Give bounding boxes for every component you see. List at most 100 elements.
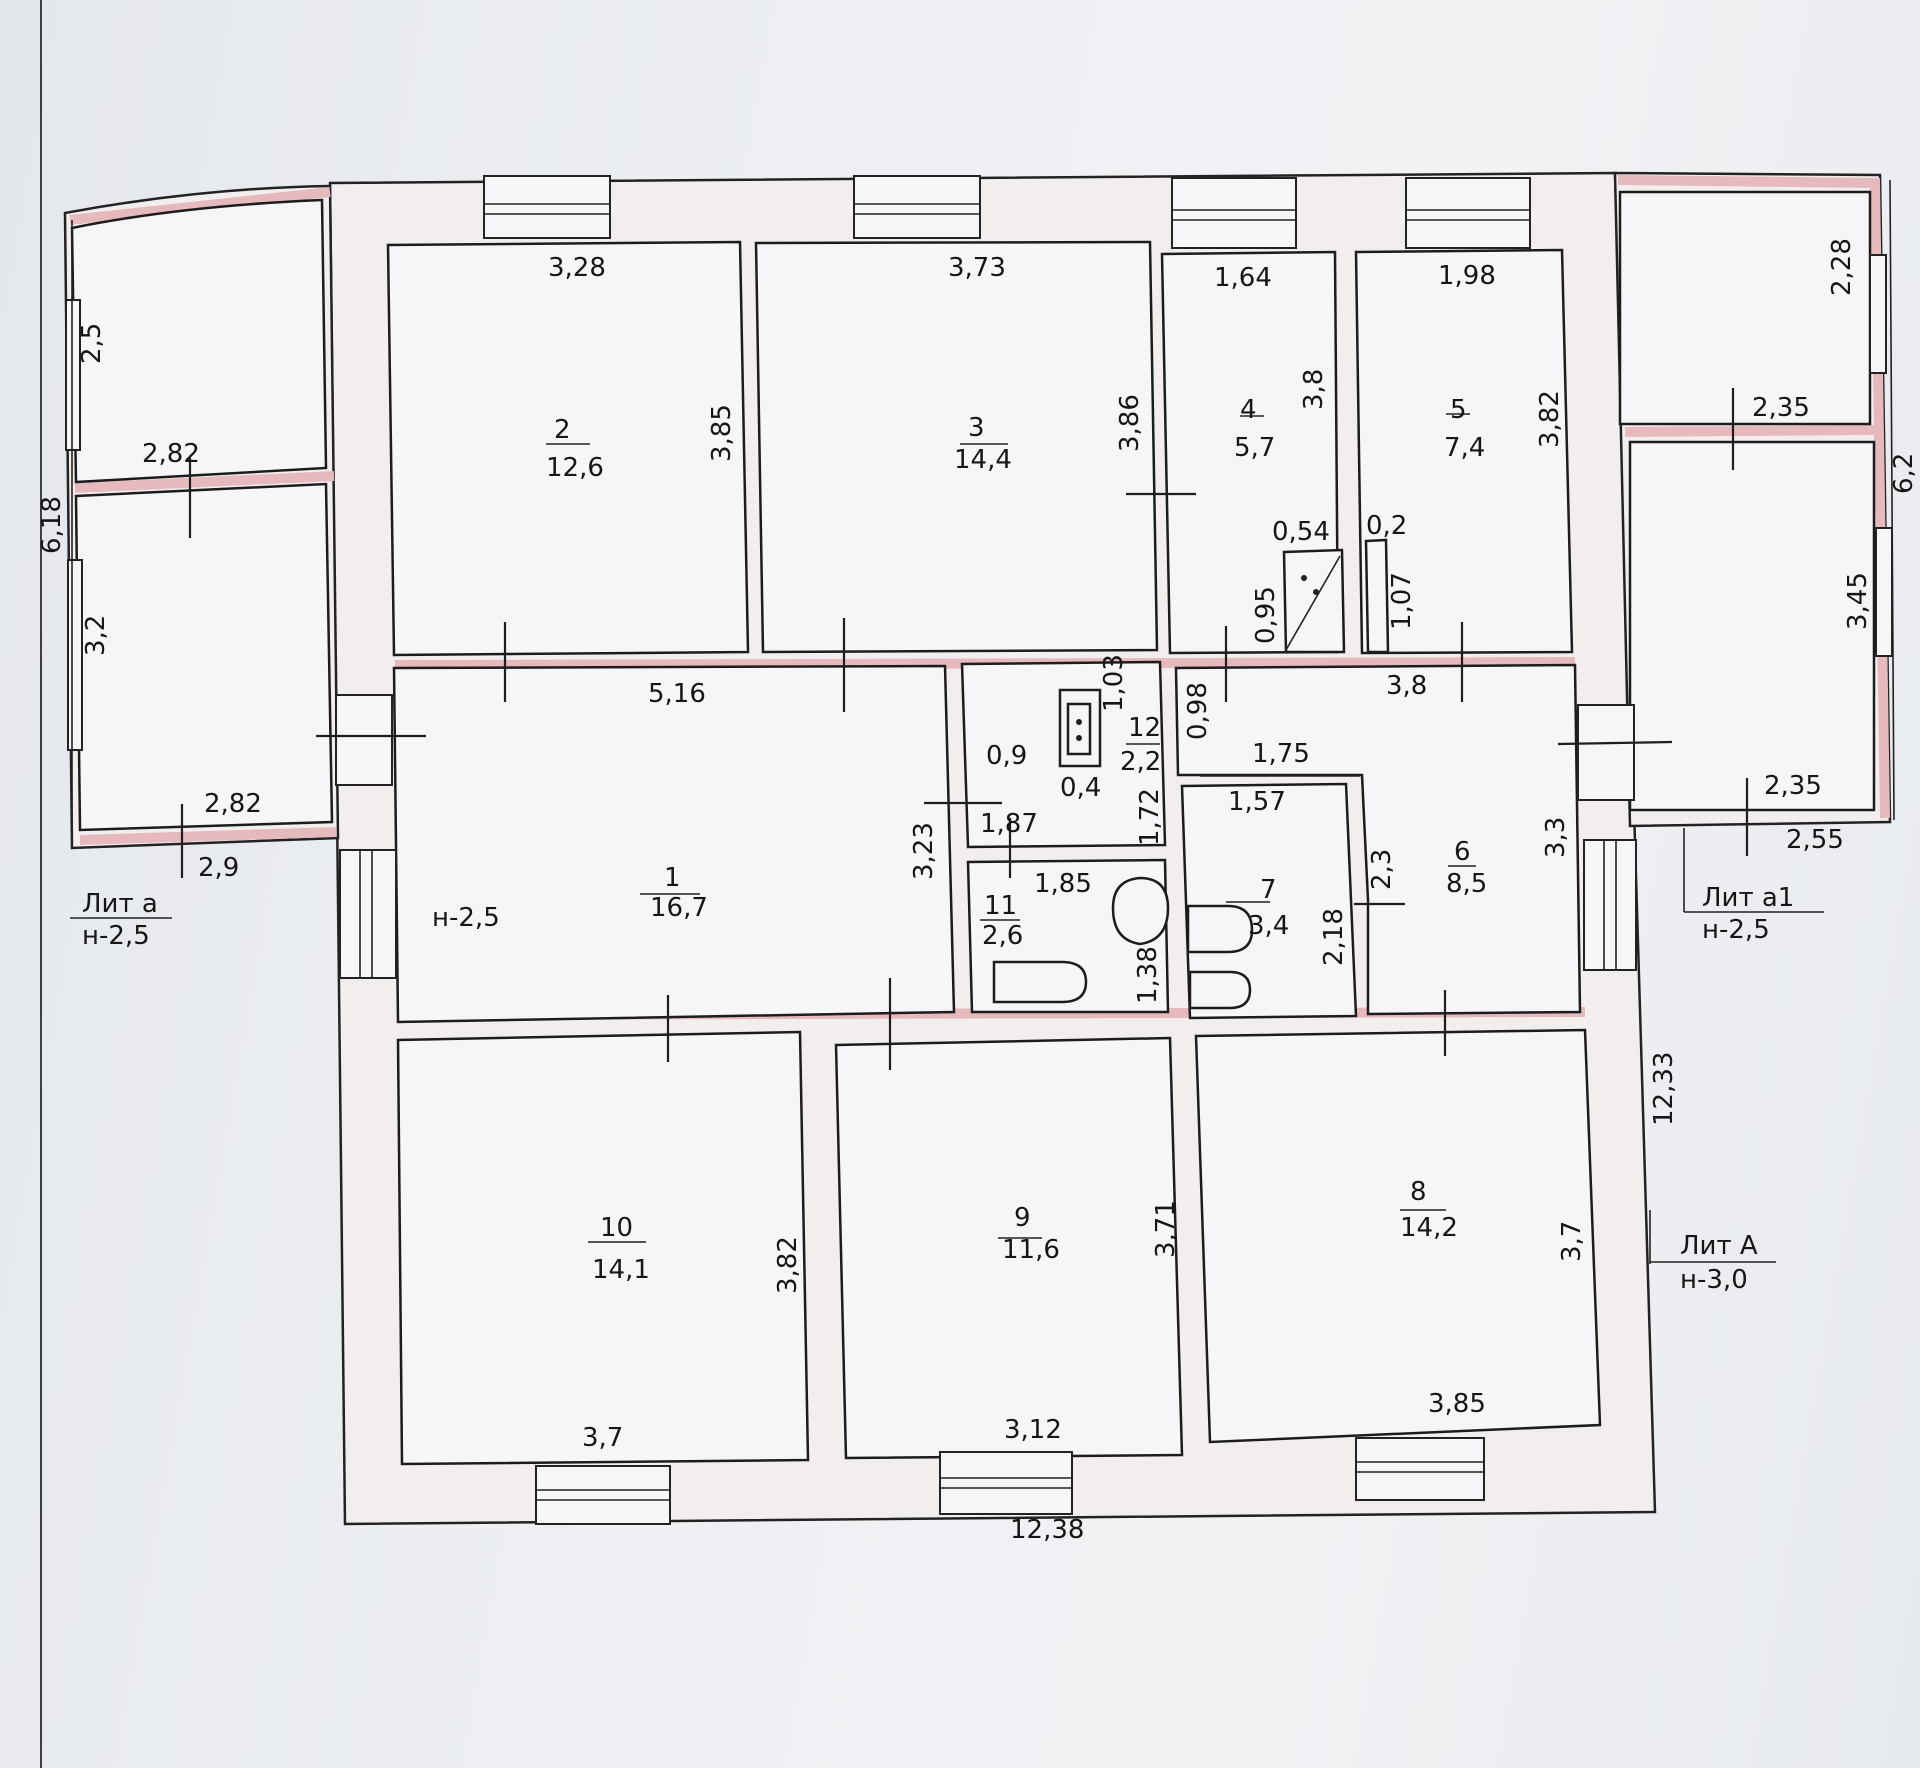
room-5-number: 5 [1450, 395, 1467, 425]
plumbing [992, 688, 1254, 1010]
room-12-depth: 1,72 [1135, 788, 1165, 846]
left-annex-pink-divider [74, 471, 335, 493]
room-5-niche-height: 1,07 [1387, 572, 1417, 630]
room-2-width: 3,28 [548, 253, 606, 283]
room-6-area: 8,5 [1446, 869, 1487, 899]
right-annex-top-width: 2,35 [1752, 393, 1810, 423]
room-7-width: 1,57 [1228, 787, 1286, 817]
left-annex-top-depth: 2,5 [77, 323, 107, 364]
room-4-number: 4 [1240, 395, 1257, 425]
left-annex-lit-height: н-2,5 [82, 921, 150, 951]
room-5-depth: 3,82 [1535, 390, 1565, 448]
room-9-area: 11,6 [1002, 1235, 1060, 1265]
window [535, 1465, 671, 1525]
right-annex-top-depth: 2,28 [1827, 238, 1857, 296]
room-10-number: 10 [600, 1213, 633, 1243]
room-7-area: 3,4 [1248, 911, 1289, 941]
room-12-number: 12 [1128, 713, 1161, 743]
left-annex-pink-wall [69, 187, 331, 225]
doors [180, 388, 1749, 1070]
room-10 [396, 1030, 810, 1466]
bathtub-icon [1111, 876, 1170, 946]
room-corridor-6 [1174, 663, 1582, 1016]
room-12-top: 1,03 [1099, 654, 1129, 712]
window [1875, 527, 1893, 657]
room-1-area: 16,7 [650, 893, 708, 923]
room-6-number: 6 [1454, 837, 1471, 867]
right-annex-outer-width: 2,55 [1786, 825, 1844, 855]
room-4-width: 1,64 [1214, 263, 1272, 293]
paper-edge [40, 0, 42, 1768]
left-annex-lit-label: Лит а [82, 889, 158, 919]
sink-drain-icon [1076, 735, 1082, 741]
room-1-number: 1 [664, 863, 681, 893]
windows [65, 175, 1893, 1525]
room-1 [392, 664, 956, 1024]
room-8-area: 14,2 [1400, 1213, 1458, 1243]
room-3-width: 3,73 [948, 253, 1006, 283]
room-5 [1354, 248, 1574, 655]
left-annex-bottom-depth: 3,2 [81, 615, 111, 656]
window [853, 175, 981, 239]
window [67, 559, 83, 751]
room-12-sink: 0,4 [1060, 773, 1101, 803]
outer-left-total: 6,18 [37, 496, 67, 554]
room-8 [1194, 1028, 1602, 1444]
left-annex-outer-width: 2,9 [198, 853, 239, 883]
room-2-number: 2 [554, 415, 571, 445]
room-3 [754, 240, 1159, 654]
room-1-height: н-2,5 [432, 903, 500, 933]
corridor-top: 1,75 [1252, 739, 1310, 769]
left-annex-top-width: 2,82 [142, 439, 200, 469]
window [1583, 839, 1637, 971]
room-4-niche-diagonal [1285, 555, 1341, 651]
room-8-number: 8 [1410, 1177, 1427, 1207]
room-2 [386, 240, 750, 657]
room-4-depth: 3,8 [1299, 369, 1329, 410]
room-4-niche-height: 0,95 [1251, 586, 1281, 644]
room-3-number: 3 [968, 413, 985, 443]
right-annex-lit-label: Лит а1 [1702, 883, 1794, 913]
room-1-depth: 3,23 [909, 822, 939, 880]
room-4-niche-dot [1313, 589, 1319, 595]
room-4-niche-width: 0,54 [1272, 517, 1330, 547]
room-9-depth: 3,71 [1151, 1200, 1181, 1258]
room-12-area: 2,2 [1120, 747, 1161, 777]
room-12-left: 0,9 [986, 741, 1027, 771]
left-annex-bottom-width: 2,82 [204, 789, 262, 819]
room-1-width: 5,16 [648, 679, 706, 709]
room-7-number: 7 [1260, 875, 1277, 905]
room-5-niche [1364, 538, 1390, 654]
toilet-icon [1188, 970, 1252, 1010]
door [1577, 704, 1635, 801]
room-12-width: 1,87 [980, 809, 1038, 839]
left-annex-room-top [70, 198, 328, 484]
room-11-width: 1,85 [1034, 869, 1092, 899]
room-4-niche-dot [1301, 575, 1307, 581]
sink-icon [1066, 702, 1092, 756]
room-3-area: 14,4 [954, 445, 1012, 475]
toilet-icon [1186, 904, 1254, 954]
room-3-depth: 3,86 [1115, 394, 1145, 452]
room-11-area: 2,6 [982, 921, 1023, 951]
window [1355, 1437, 1485, 1501]
right-annex-bottom-depth: 3,45 [1843, 572, 1873, 630]
room-6-depth: 3,3 [1541, 817, 1571, 858]
corridor-left: 0,98 [1183, 682, 1213, 740]
room-labels: 3,28 2 12,6 3,85 3,73 3 14,4 3,86 1,64 4… [37, 238, 1919, 1545]
right-annex-pink-divider [1624, 425, 1879, 437]
main-house-lit-height: н-3,0 [1680, 1265, 1748, 1295]
room-10-area: 14,1 [592, 1255, 650, 1285]
room-8-width: 3,85 [1428, 1389, 1486, 1419]
room-5-area: 7,4 [1444, 433, 1485, 463]
room-7-depth: 2,18 [1319, 908, 1349, 966]
room-8-depth: 3,7 [1557, 1221, 1587, 1262]
right-annex-bottom-width: 2,35 [1764, 771, 1822, 801]
room-4-area: 5,7 [1234, 433, 1275, 463]
window [65, 299, 81, 451]
room-6-left: 2,3 [1367, 849, 1397, 890]
window [483, 175, 611, 239]
right-annex-room-bottom [1628, 440, 1876, 812]
sink-drain-icon [1076, 719, 1082, 725]
